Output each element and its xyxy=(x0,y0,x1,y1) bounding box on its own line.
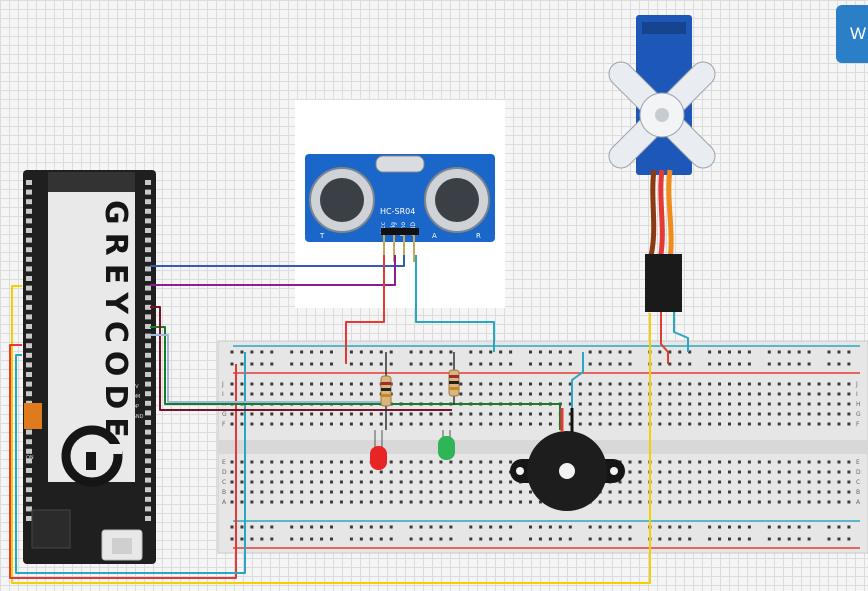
sensor-mark-r: R xyxy=(476,232,481,240)
servo-cable xyxy=(647,169,674,261)
wire-light-blue[interactable] xyxy=(150,334,386,403)
row-letter-right-H: H xyxy=(856,401,861,408)
servo-horn[interactable] xyxy=(604,57,720,173)
row-letter-left-C: C xyxy=(222,479,226,486)
row-letter-right-A: A xyxy=(856,499,861,506)
resistor-1[interactable] xyxy=(380,352,392,430)
sensor-crystal xyxy=(375,155,425,173)
row-letter-left-B: B xyxy=(222,489,226,496)
sensor-mark-t: T xyxy=(319,232,325,240)
ultrasonic-sensor[interactable]: HC-SR04 T R A Vcc Trig Echo GND xyxy=(295,100,505,308)
wire-teal-gnd[interactable] xyxy=(415,255,495,352)
sensor-header xyxy=(381,228,419,235)
wire-blue-signal[interactable] xyxy=(150,255,405,267)
row-letter-right-F: F xyxy=(856,421,860,428)
corner-action-button[interactable]: W xyxy=(836,5,868,63)
wire-servo-teal[interactable] xyxy=(673,312,689,352)
sensor-pin-label-trig: Trig xyxy=(390,222,397,234)
row-letter-right-D: D xyxy=(856,469,861,476)
row-letter-right-G: G xyxy=(856,411,861,418)
battery-connector-socket xyxy=(112,538,132,554)
row-letter-left-I: I xyxy=(222,391,224,398)
board-side-label-3: DP xyxy=(132,404,139,410)
row-letter-left-E: E xyxy=(222,459,226,466)
board-right-header xyxy=(145,180,151,521)
row-letter-left-J: J xyxy=(221,381,224,388)
row-letter-left-F: F xyxy=(222,421,226,428)
wire-teal-ground[interactable] xyxy=(15,352,246,574)
board-orange-button[interactable] xyxy=(24,403,42,429)
led-red[interactable] xyxy=(370,430,387,470)
board-chip xyxy=(31,509,71,549)
wire-buzzer-teal[interactable] xyxy=(571,352,584,430)
row-letter-right-C: C xyxy=(856,479,860,486)
piezo-buzzer[interactable] xyxy=(510,408,625,511)
sensor-model-label: HC-SR04 xyxy=(380,207,415,216)
servo-motor[interactable] xyxy=(604,15,720,312)
row-letter-right-E: E xyxy=(856,459,860,466)
wire-purple[interactable] xyxy=(150,255,396,286)
servo-label-plate xyxy=(642,22,686,34)
sensor-pin-label-vcc: Vcc xyxy=(380,222,387,233)
servo-connector xyxy=(645,254,682,312)
wire-servo-red[interactable] xyxy=(660,312,669,364)
row-letter-left-D: D xyxy=(222,469,227,476)
wire-red-power[interactable] xyxy=(9,344,237,579)
board-antenna xyxy=(48,172,135,192)
wire-maroon[interactable] xyxy=(150,306,452,411)
board-side-label-1: 3V xyxy=(132,384,139,390)
board-left-header xyxy=(26,180,32,521)
board-side-label-2: DM xyxy=(132,394,140,400)
sensor-transducer-right-mesh xyxy=(435,178,479,222)
wires xyxy=(9,255,689,584)
greycode-logo-icon xyxy=(61,425,123,487)
row-letter-right-I: I xyxy=(856,391,858,398)
wire-red-vcc[interactable] xyxy=(345,255,385,364)
row-letter-left-G: G xyxy=(222,411,227,418)
board-switch-label: ON xyxy=(26,455,34,461)
sensor-transducer-left-mesh xyxy=(320,178,364,222)
board-brand-text: GREYCODE xyxy=(98,200,133,446)
board-side-label-4: GND xyxy=(132,414,144,420)
row-letter-left-A: A xyxy=(222,499,227,506)
sensor-mark-a: A xyxy=(432,232,437,240)
greycode-board[interactable]: GREYCODE 3V DM DP GND ON xyxy=(23,170,156,564)
led-green[interactable] xyxy=(438,430,455,460)
resistor-2[interactable] xyxy=(448,352,460,405)
wire-yellow[interactable] xyxy=(11,285,651,584)
row-letter-right-B: B xyxy=(856,489,860,496)
row-letter-right-J: J xyxy=(855,381,858,388)
